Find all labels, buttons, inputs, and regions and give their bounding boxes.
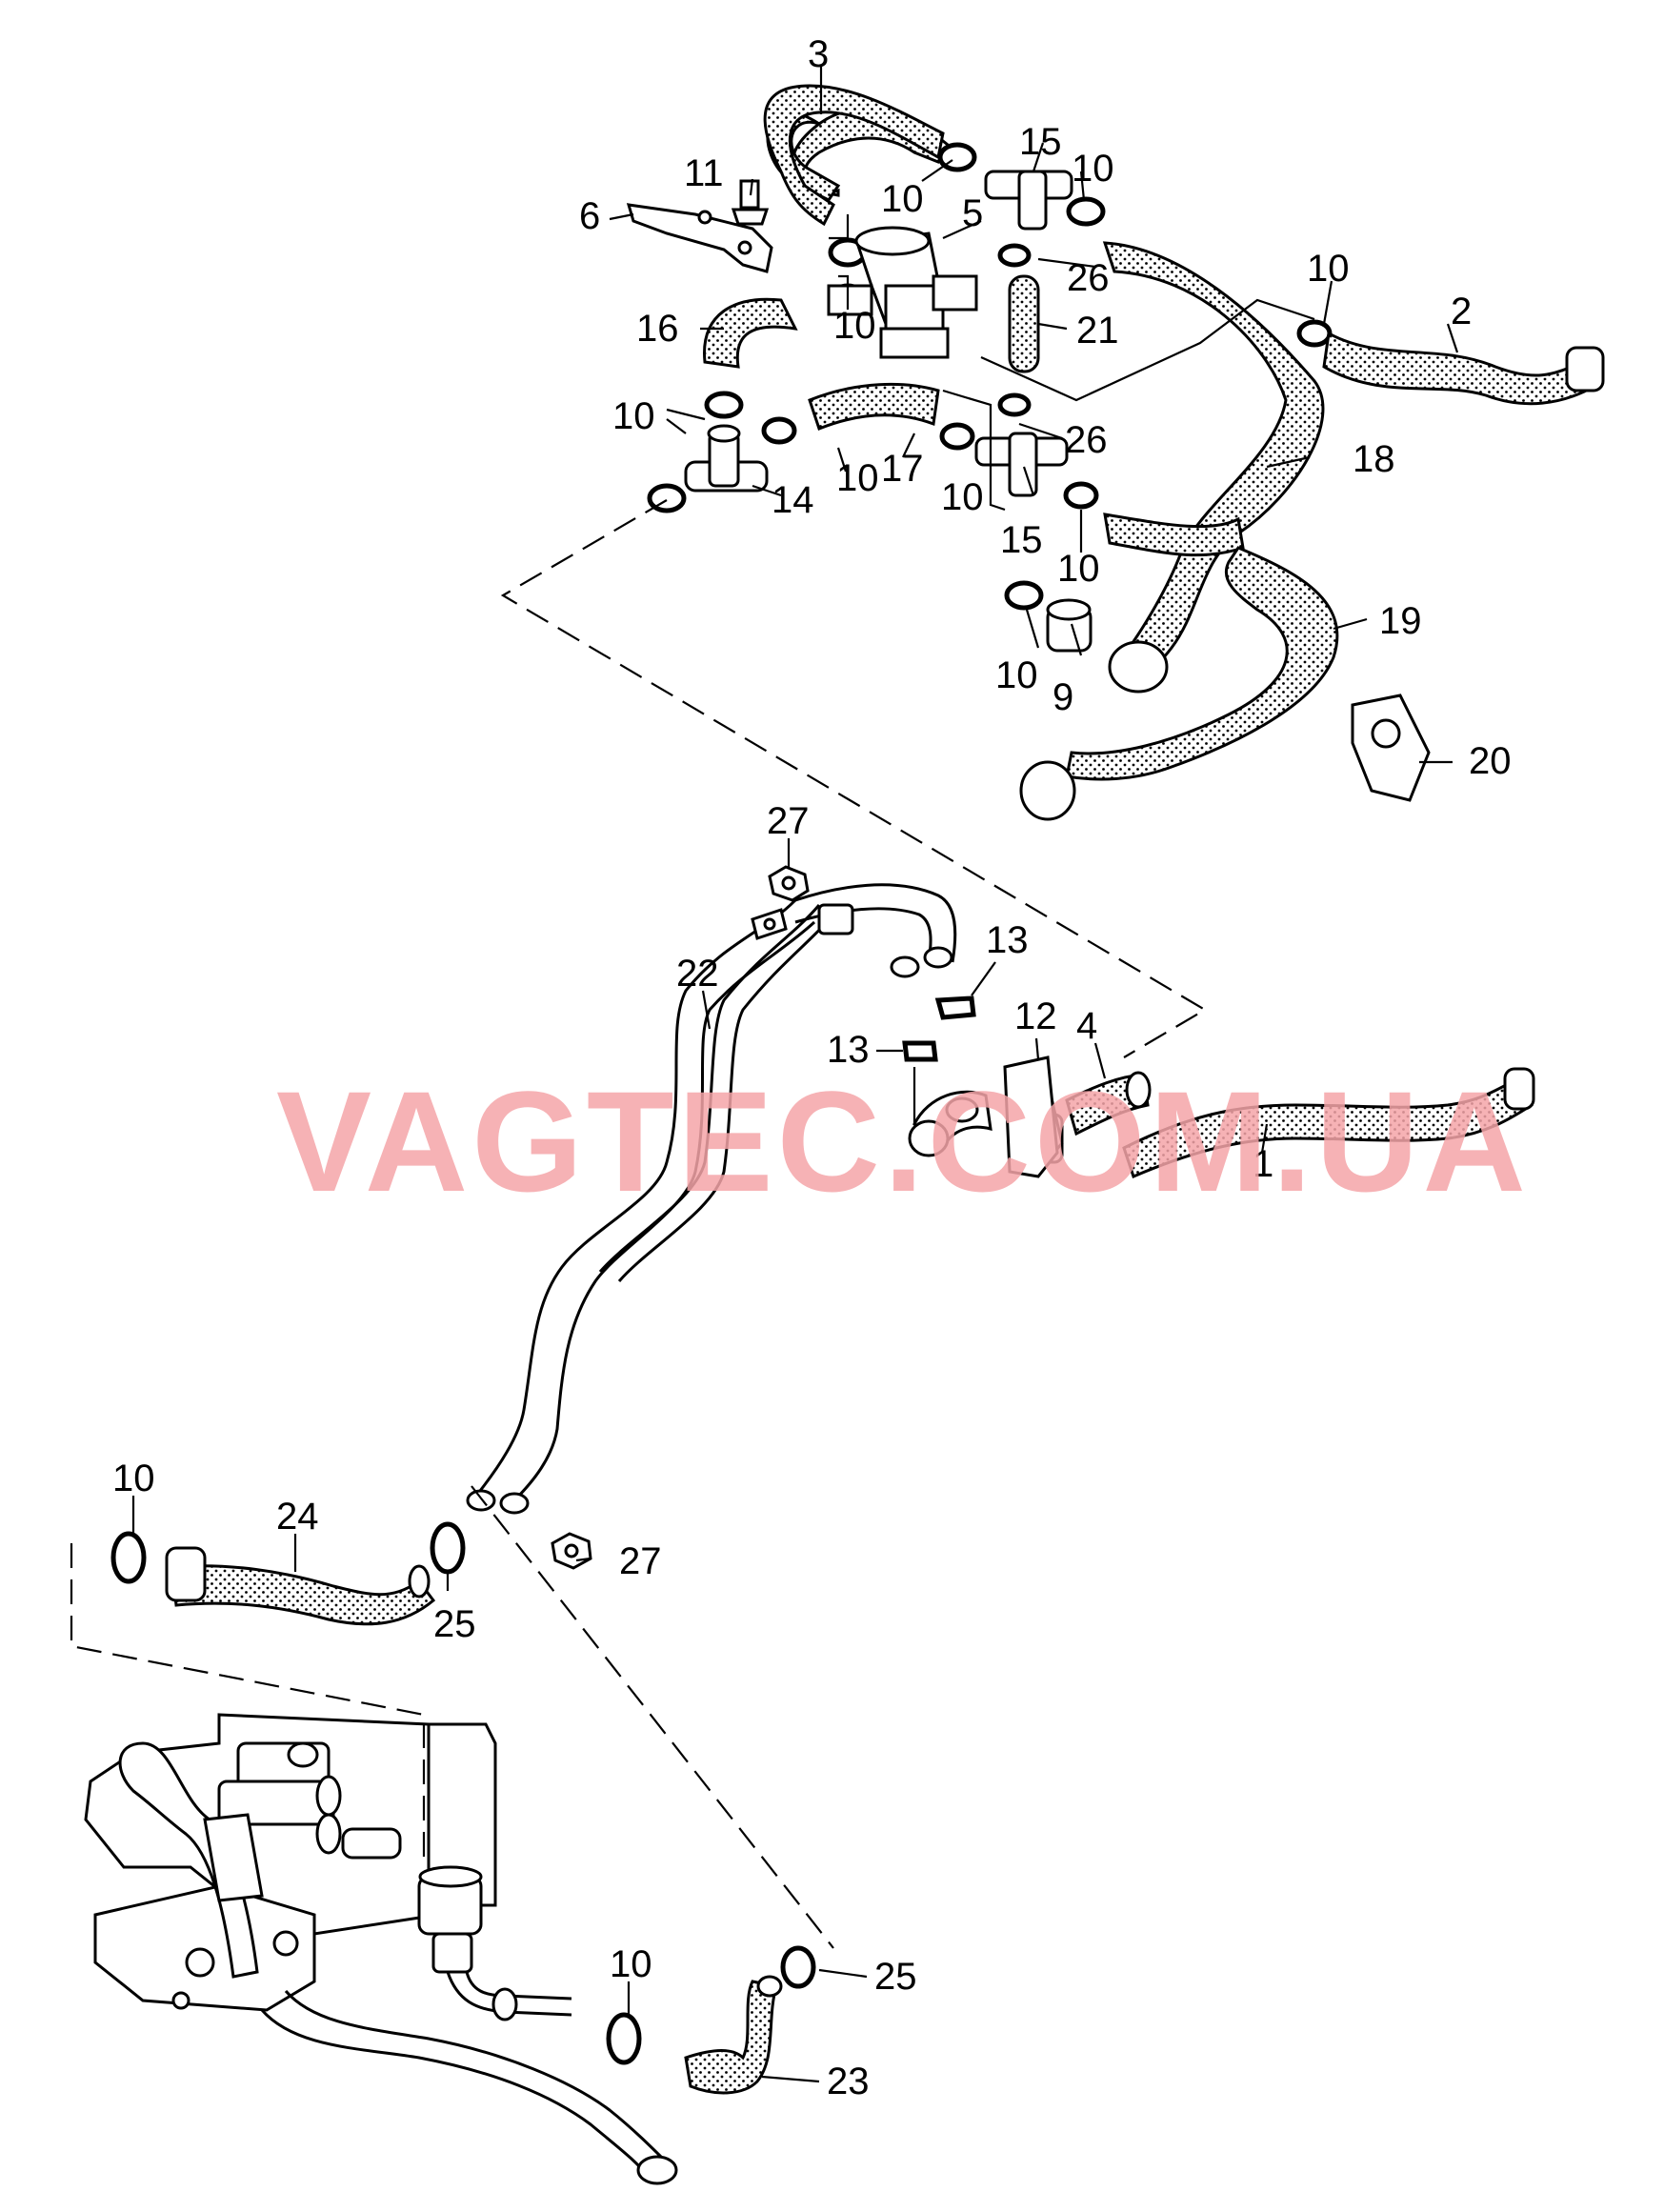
label-10-i: 10 <box>995 654 1038 696</box>
hose-3 <box>763 84 950 227</box>
label-10-e: 10 <box>612 395 655 437</box>
label-22: 22 <box>676 953 719 995</box>
t-piece-14 <box>684 424 769 493</box>
valve-5 <box>827 226 978 359</box>
label-23: 23 <box>827 2061 870 2102</box>
label-2: 2 <box>1451 291 1472 332</box>
label-12: 12 <box>1014 995 1057 1037</box>
watermark: VAGTEC.COM.UA <box>276 1061 1530 1221</box>
label-10-b: 10 <box>881 178 924 220</box>
label-1: 1 <box>1253 1143 1273 1185</box>
label-10-f: 10 <box>836 457 879 499</box>
grommet-12 <box>1003 1056 1059 1178</box>
hose-18 <box>1102 241 1325 694</box>
bolt-11 <box>731 179 770 226</box>
clamp-25-lower <box>780 1945 816 1989</box>
hose-4 <box>1065 1071 1152 1136</box>
label-14: 14 <box>772 479 814 521</box>
label-16: 16 <box>636 308 679 350</box>
label-3: 3 <box>808 33 829 75</box>
label-10-g: 10 <box>941 476 984 518</box>
hose-23 <box>684 1975 783 2095</box>
group-brackets-upper <box>666 214 1315 512</box>
part-labels: 3 15 10 11 10 5 6 26 10 2 16 10 21 10 26… <box>112 33 1512 2102</box>
label-11: 11 <box>684 152 724 194</box>
label-4: 4 <box>1076 1005 1097 1047</box>
label-17: 17 <box>881 448 924 490</box>
label-27-top: 27 <box>767 800 810 842</box>
label-10-d: 10 <box>833 305 876 347</box>
clamps-13 <box>902 995 976 1062</box>
label-13-a: 13 <box>986 919 1029 961</box>
t-piece-15-upper <box>984 170 1073 231</box>
label-10-a: 10 <box>1072 148 1114 190</box>
label-10-k: 10 <box>610 1943 652 1985</box>
label-6: 6 <box>579 195 600 237</box>
t-piece-15-lower <box>974 432 1069 497</box>
label-15-upper: 15 <box>1019 121 1062 163</box>
label-18: 18 <box>1353 438 1395 480</box>
label-15-lower: 15 <box>1000 519 1043 561</box>
leader-lines-lower <box>131 1496 868 2083</box>
label-26-upper: 26 <box>1067 257 1110 299</box>
leader-lines-upper <box>609 65 1459 764</box>
label-5: 5 <box>962 192 983 234</box>
hose-1 <box>1122 1067 1535 1179</box>
label-10-h: 10 <box>1057 548 1100 590</box>
label-25-mid: 25 <box>433 1603 476 1645</box>
auxiliary-heater-unit <box>84 1713 678 2185</box>
label-10-j: 10 <box>112 1458 155 1499</box>
label-27-bottom: 27 <box>619 1540 662 1582</box>
nut-27-bottom <box>551 1532 592 1570</box>
hose-24 <box>165 1546 436 1626</box>
grommet-20 <box>1351 694 1431 802</box>
hose-17 <box>808 382 940 431</box>
tube-21 <box>1008 274 1040 373</box>
hose-16 <box>703 297 798 369</box>
label-24: 24 <box>276 1496 319 1538</box>
pipe-22 <box>466 883 957 1515</box>
label-9: 9 <box>1053 676 1073 718</box>
label-26-lower: 26 <box>1065 419 1108 461</box>
plug-9 <box>1046 598 1093 653</box>
label-20: 20 <box>1469 740 1512 782</box>
clamp-10-24 <box>110 1531 147 1584</box>
label-21: 21 <box>1076 310 1119 352</box>
dashed-leaders-lower <box>70 1485 834 1949</box>
label-19: 19 <box>1379 600 1422 642</box>
bracket-6 <box>626 203 773 273</box>
label-13-b: 13 <box>827 1029 870 1071</box>
nut-27-top <box>768 865 810 902</box>
leader-lines-middle <box>575 838 1269 1562</box>
clamp-10-lower <box>606 2012 642 2065</box>
label-10-c: 10 <box>1307 248 1350 290</box>
label-25-lower: 25 <box>874 1956 917 1998</box>
hose-2 <box>1322 331 1605 406</box>
dashed-leader-14-to-4 <box>500 499 1208 1058</box>
hose-19 <box>1019 546 1339 821</box>
clamp-25-mid <box>430 1521 466 1575</box>
